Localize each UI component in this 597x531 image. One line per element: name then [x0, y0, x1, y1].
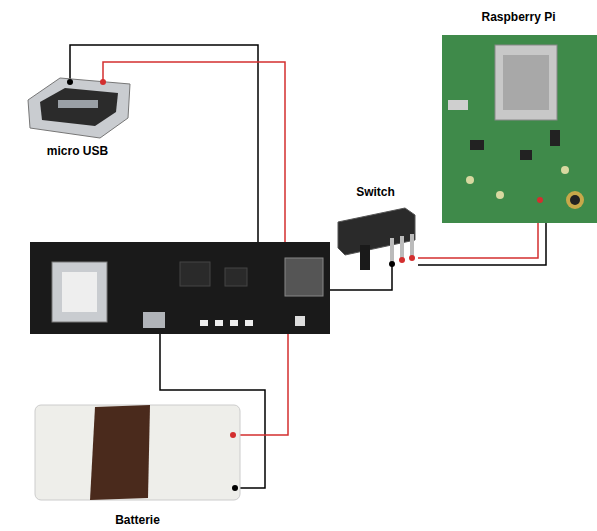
component-label: micro USB [47, 144, 108, 158]
component-label: Switch [356, 185, 395, 199]
component-node: Batterie [30, 402, 245, 527]
battery-pack [35, 405, 240, 500]
component-label: Batterie [115, 513, 160, 527]
slide-switch [338, 208, 415, 270]
charging-board [30, 242, 330, 334]
micro-usb-connector [28, 78, 130, 138]
component-node: Raspberry Pi [440, 10, 597, 223]
component-node: Switch [333, 185, 418, 278]
wire-connector [418, 223, 546, 265]
component-label: Raspberry Pi [481, 10, 555, 24]
wire-connector [418, 223, 538, 258]
raspberry-pi-board [442, 35, 597, 223]
component-node: micro USB [20, 50, 135, 158]
